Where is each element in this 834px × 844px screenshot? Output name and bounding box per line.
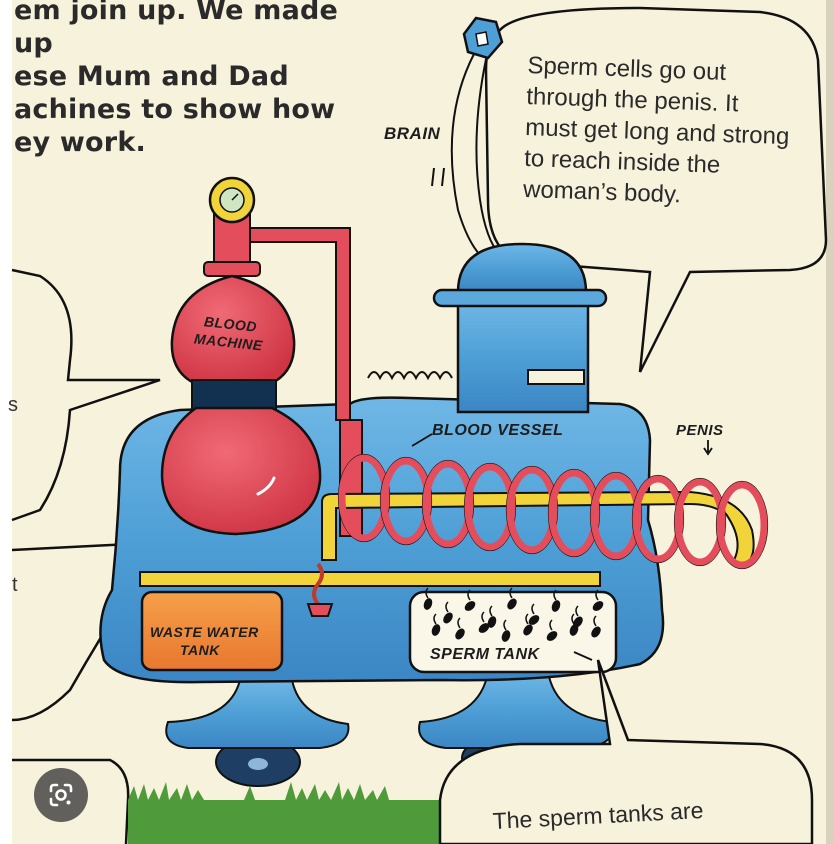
left-fragment-mid: s — [8, 394, 18, 417]
brain-label: BRAIN — [384, 124, 440, 144]
waste-water-tank-label-line2: TANK — [180, 642, 220, 658]
penis-label: PENIS — [676, 422, 724, 439]
tower-rim — [434, 290, 606, 306]
blood-vessel-label: BLOOD VESSEL — [432, 422, 563, 440]
google-lens-icon — [47, 781, 75, 809]
waste-water-tank-label-line1: WASTE WATER — [150, 624, 259, 640]
intro-text: em join up. We made up ese Mum and Dad a… — [14, 0, 374, 159]
google-lens-button[interactable] — [34, 768, 88, 822]
waste-tube — [140, 572, 600, 586]
sperm-tank-label: SPERM TANK — [430, 646, 540, 664]
left-fragment-low: t — [12, 574, 18, 597]
tower — [458, 302, 588, 412]
blood-machine-band — [192, 380, 276, 410]
speech-bubble-text: Sperm cells go out through the penis. It… — [523, 50, 828, 215]
blood-machine-lower-bulb — [162, 408, 320, 534]
tower-slot — [528, 370, 584, 384]
blood-machine-collar — [204, 262, 260, 276]
page-right-edge — [826, 0, 834, 844]
valve-icon — [308, 604, 332, 616]
